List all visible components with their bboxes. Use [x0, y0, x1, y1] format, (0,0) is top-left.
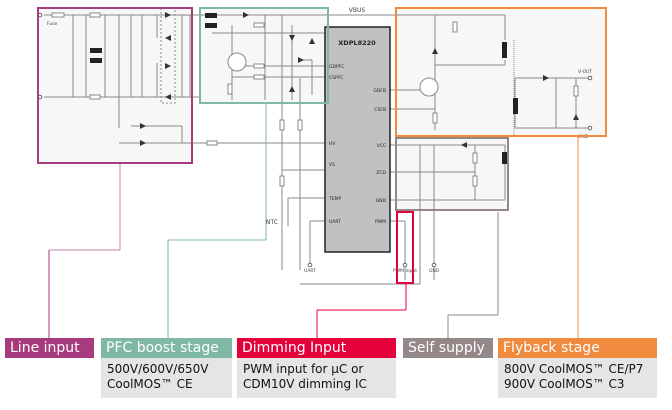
pin-csfb: CSFB	[374, 107, 386, 113]
resistor	[253, 22, 265, 28]
ntc-label: NTC	[266, 219, 278, 226]
fuse-label: Fuse	[47, 21, 58, 27]
pin-gdpfc: GDPFC	[329, 64, 344, 70]
stage-label-flyback: Flyback stage	[498, 338, 657, 358]
flyback-mosfet	[419, 77, 439, 97]
pin-vcc: VCC	[377, 143, 386, 149]
pin-zcd: ZCD	[376, 170, 386, 176]
inductors	[90, 13, 518, 164]
fuse	[51, 12, 65, 18]
stage-desc-flyback: 800V CoolMOS™ CE/P7 900V CoolMOS™ C3	[498, 358, 657, 398]
stage-label-self-supply: Self supply	[403, 338, 493, 358]
vout-label: V-OUT	[578, 69, 592, 75]
self-supply-block	[396, 138, 508, 210]
terminal-uart: UART	[304, 268, 316, 274]
flyback-outline	[395, 7, 607, 137]
resistor	[573, 85, 579, 97]
pin-cspfc: CSPFC	[329, 75, 343, 81]
resistor	[89, 12, 101, 18]
diodes	[140, 12, 579, 148]
terminal-pwm-input: PWM input	[393, 268, 417, 274]
ic-xdpl8220	[324, 26, 391, 253]
ic-name: XDPL8220	[338, 39, 376, 47]
resistor	[227, 83, 233, 95]
resistor	[253, 74, 265, 80]
pin-gdfb: GDFB	[373, 88, 386, 94]
pfc-outline	[199, 7, 329, 104]
resistor	[206, 140, 218, 146]
resistor	[432, 112, 438, 124]
wires	[44, 7, 590, 338]
pin-vs: VS	[329, 162, 335, 168]
resistor	[279, 119, 285, 131]
pin-uart: UART	[329, 219, 341, 225]
dimming-outline	[396, 211, 414, 284]
stage-label-pfc: PFC boost stage	[101, 338, 232, 358]
line-input-outline	[37, 7, 193, 164]
line-input-block	[38, 8, 192, 163]
stage-label-dimming: Dimming Input	[237, 338, 396, 358]
resistor	[279, 175, 285, 187]
pin-gnd: GND	[376, 198, 387, 204]
resistor	[472, 175, 478, 187]
terminals	[37, 12, 593, 268]
net-vbus: VBUS	[349, 7, 366, 14]
pin-hv: HV	[329, 141, 336, 147]
resistor	[297, 119, 303, 131]
pin-temp: TEMP	[328, 196, 341, 202]
pfc-mosfet	[227, 52, 247, 72]
terminal-gnd: GND	[429, 268, 440, 274]
self-supply-outline	[395, 137, 509, 211]
resistor	[253, 63, 265, 69]
resistor	[452, 21, 458, 33]
flyback-block	[396, 8, 606, 136]
stage-desc-pfc: 500V/600V/650V CoolMOS™ CE	[101, 358, 232, 398]
components	[51, 12, 579, 187]
pfc-block	[200, 8, 328, 103]
resistor	[89, 94, 101, 100]
pin-pwm: PWM	[375, 219, 386, 225]
stage-label-line-input: Line input	[5, 338, 94, 358]
stage-desc-dimming: PWM input for µC or CDM10V dimming IC	[237, 358, 396, 398]
resistor	[472, 152, 478, 164]
